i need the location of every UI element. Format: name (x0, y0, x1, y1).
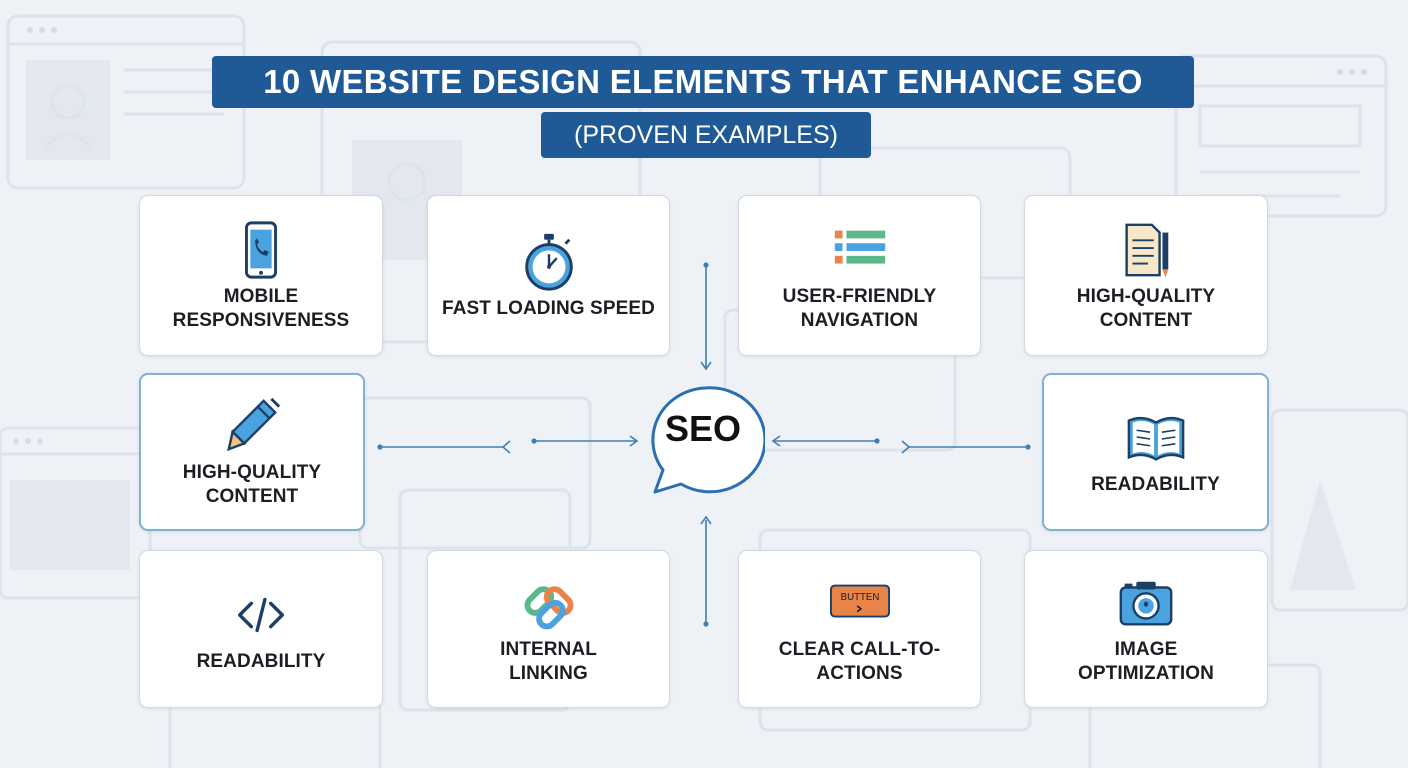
card-internal-linking: INTERNAL LINKING (427, 550, 670, 708)
open-book-icon (1127, 416, 1184, 461)
seo-hub-bubble (651, 386, 765, 494)
card-label: IMAGE OPTIMIZATION (1078, 639, 1214, 684)
card-readability-right: READABILITY (1042, 373, 1269, 531)
card-high-quality-content-left: HIGH-QUALITY CONTENT (139, 373, 365, 531)
card-readability-bottom: READABILITY (139, 550, 383, 708)
card-label: USER-FRIENDLY NAVIGATION (782, 285, 937, 331)
page-subtitle: (PROVEN EXAMPLES) (541, 112, 871, 158)
code-brackets-icon (237, 597, 285, 633)
card-label: HIGH-QUALITY CONTENT (1076, 285, 1216, 331)
chain-link-icon (524, 586, 573, 630)
card-label: READABILITY (196, 651, 326, 672)
card-clear-call-to-actions: BUTTEN CLEAR CALL-TO- ACTIONS (738, 550, 981, 708)
card-label: INTERNAL LINKING (500, 639, 597, 684)
page-title: 10 WEBSITE DESIGN ELEMENTS THAT ENHANCE … (212, 56, 1194, 108)
button-icon-text: BUTTEN (840, 592, 879, 603)
card-high-quality-content-top: HIGH-QUALITY CONTENT (1024, 195, 1268, 356)
stopwatch-icon (524, 233, 573, 291)
card-label: READABILITY (1091, 474, 1220, 495)
camera-icon (1119, 581, 1173, 626)
seo-hub-label: SEO (664, 408, 742, 449)
smartphone-icon (245, 220, 277, 279)
card-image-optimization: IMAGE OPTIMIZATION (1024, 550, 1268, 708)
menu-list-icon (834, 230, 885, 264)
card-label: HIGH-QUALITY CONTENT (182, 462, 322, 507)
card-user-friendly-navigation: USER-FRIENDLY NAVIGATION (738, 195, 981, 356)
card-label: FAST LOADING SPEED (442, 297, 655, 319)
card-mobile-responsiveness: MOBILE RESPONSIVENESS (139, 195, 383, 356)
card-label: CLEAR CALL-TO- ACTIONS (778, 639, 941, 684)
button-icon: BUTTEN (829, 584, 890, 618)
document-pencil-icon (1125, 223, 1169, 277)
pen-icon (227, 397, 281, 452)
card-label: MOBILE RESPONSIVENESS (172, 285, 350, 331)
card-fast-loading-speed: FAST LOADING SPEED (427, 195, 670, 356)
